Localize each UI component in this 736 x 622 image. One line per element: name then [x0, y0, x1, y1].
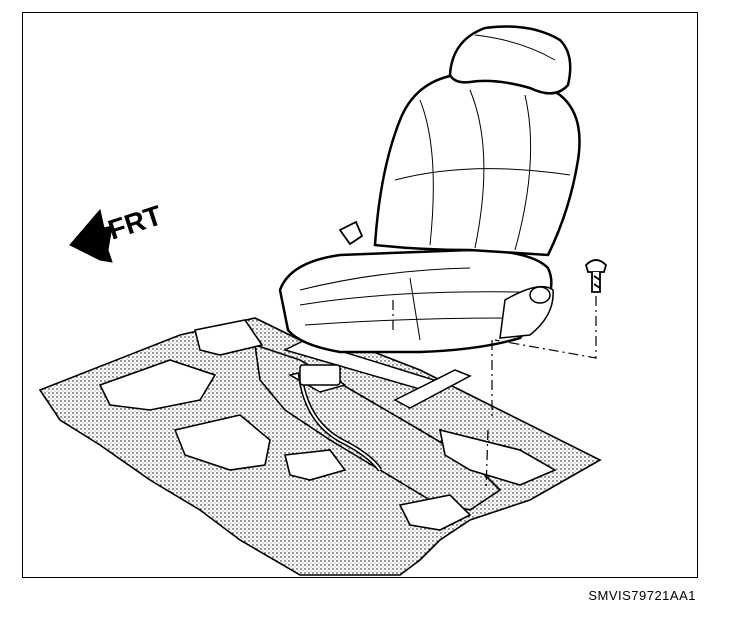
seat-rails [282, 339, 472, 472]
alignment-lines [392, 296, 597, 491]
figure-code: SMVIS79721AA1 [588, 588, 696, 603]
front-direction-arrow-icon [69, 208, 113, 263]
diagram-frame [22, 12, 698, 578]
seat-back [373, 72, 581, 257]
recline-lever [338, 220, 364, 246]
front-direction-label: FRT [104, 199, 165, 245]
seat-cushion [278, 248, 554, 354]
headrest [448, 25, 572, 95]
mounting-bolt [584, 259, 608, 293]
